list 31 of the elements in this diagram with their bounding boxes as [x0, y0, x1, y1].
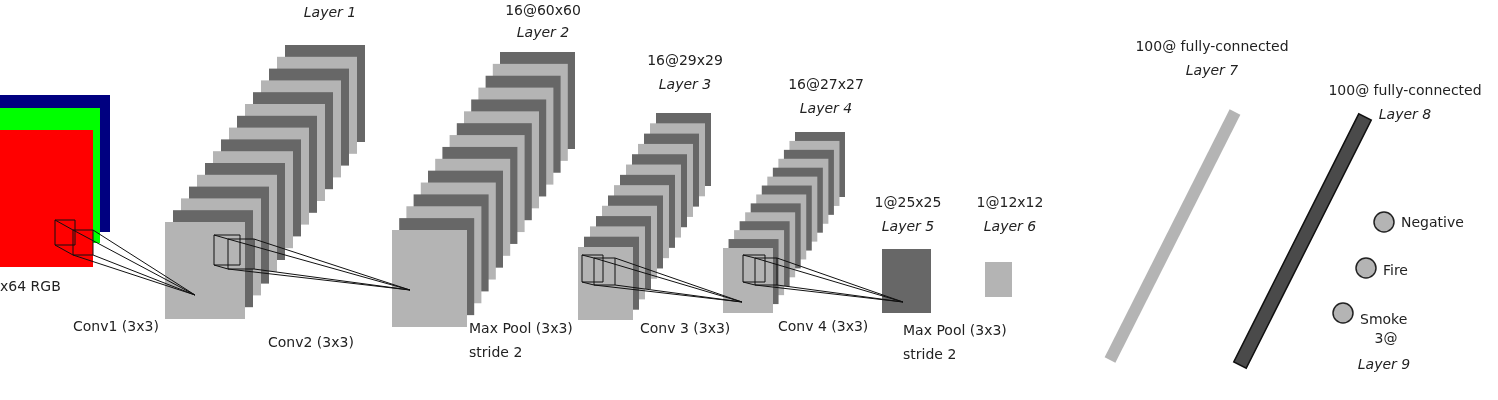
- operation-label: Conv 3 (3x3): [640, 320, 731, 337]
- receptive-field-lines: [754, 257, 904, 303]
- layer-label: Layer 6: [983, 218, 1037, 235]
- operation-label: Max Pool (3x3) stride 2: [469, 319, 574, 362]
- receptive-field-lines: [227, 238, 411, 291]
- layer-label: Layer 7: [1185, 62, 1239, 79]
- operation-label: Conv 4 (3x3): [778, 318, 869, 335]
- class-label: Smoke: [1360, 311, 1408, 328]
- layer-size-label: 3@: [1374, 330, 1398, 347]
- operation-label: Conv2 (3x3): [268, 334, 354, 351]
- layer-size-label: 1@12x12: [976, 194, 1044, 211]
- class-label: Negative: [1401, 214, 1464, 231]
- layer-label: Layer 5: [881, 218, 935, 235]
- class-label: Fire: [1383, 262, 1408, 279]
- operation-label: Conv1 (3x3): [73, 318, 159, 335]
- layer-size-label: 1@25x25: [874, 194, 942, 211]
- layer-label: Layer 9: [1357, 356, 1411, 373]
- layer-size-label: 100@ fully-connected: [1328, 82, 1482, 99]
- receptive-field-lines: [593, 257, 743, 303]
- layer-label: Layer 1: [303, 4, 357, 21]
- operation-label: Max Pool (3x3) stride 2: [903, 321, 1008, 364]
- layer-size-label: 16@27x27: [788, 76, 864, 93]
- layer-label: Layer 3: [658, 76, 712, 93]
- input-size-label: x64 RGB: [0, 278, 61, 295]
- layer-size-label: 100@ fully-connected: [1135, 38, 1289, 55]
- layer-label: Layer 2: [516, 24, 570, 41]
- layer-size-label: 16@29x29: [647, 52, 723, 69]
- receptive-field-lines: [72, 229, 196, 296]
- layer-label: Layer 4: [799, 100, 853, 117]
- layer-size-label: 16@60x60: [505, 2, 581, 19]
- layer-label: Layer 8: [1378, 106, 1432, 123]
